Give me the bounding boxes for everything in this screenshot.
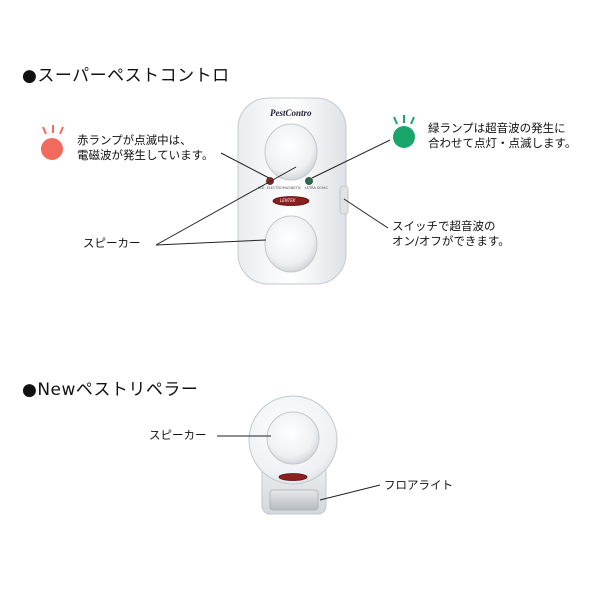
switch-line2: オン/オフができます。 xyxy=(392,234,510,248)
red-lamp-line2: 電磁波が発生しています。 xyxy=(77,148,214,162)
switch-description: スイッチで超音波の オン/オフができます。 xyxy=(392,219,510,249)
switch-line1: スイッチで超音波の xyxy=(392,219,496,233)
speaker-label-new: スピーカー xyxy=(149,428,207,442)
green-lamp-line1: 緑ランプは超音波の発生に xyxy=(428,121,566,135)
section-title-super-pest-control: ●スーパーペストコントロ xyxy=(22,66,230,86)
red-lamp-description: 赤ランプが点滅中は、 電磁波が発生しています。 xyxy=(77,133,214,163)
device-badge: LENTEK xyxy=(280,198,296,203)
red-lamp-icon xyxy=(41,138,63,160)
red-lamp-rays-icon xyxy=(42,125,64,135)
device-brand-logo: PestContro xyxy=(270,108,312,118)
device-indicator-right-text: ULTRA SONIC xyxy=(305,186,329,190)
green-lamp-icon xyxy=(393,126,415,148)
red-lamp-line1: 赤ランプが点滅中は、 xyxy=(77,133,192,147)
green-lamp-line2: 合わせて点灯・点滅します。 xyxy=(428,136,577,150)
device-indicator-left-text: ELE. ELECTROMAGNETIC xyxy=(258,186,302,190)
floor-light-label: フロアライト xyxy=(384,478,453,492)
section-title-new-pest-repeller: ●Newペストリペラー xyxy=(22,380,199,400)
speaker-label: スピーカー xyxy=(83,236,141,250)
green-lamp-description: 緑ランプは超音波の発生に 合わせて点灯・点滅します。 xyxy=(428,121,576,151)
green-lamp-rays-icon xyxy=(393,115,415,125)
